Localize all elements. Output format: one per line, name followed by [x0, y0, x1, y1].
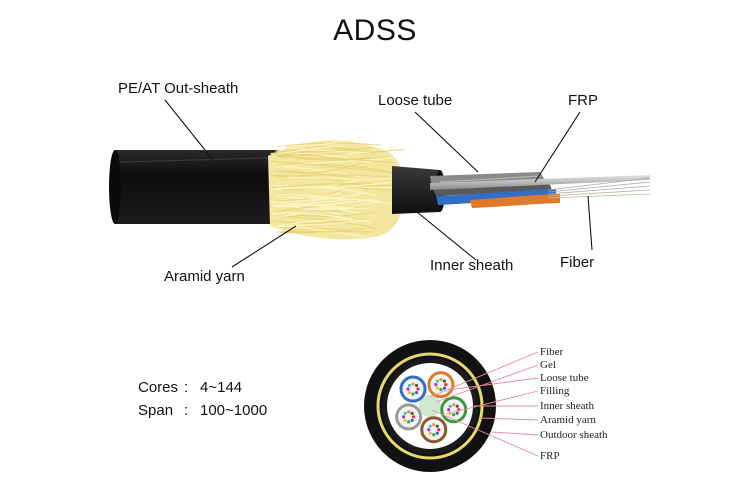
fibers [547, 177, 651, 199]
xsec-label-aramid-yarn: Aramid yarn [540, 414, 596, 426]
label-out-sheath: PE/AT Out-sheath [118, 80, 239, 97]
spec-cores-key: Cores [138, 379, 179, 396]
xsec-label-gel: Gel [540, 359, 556, 371]
xsec-leader-line [431, 409, 539, 457]
spec-cores: Cores:4~144 [138, 379, 242, 396]
xsec-leader-line [435, 364, 539, 403]
xsec-leader-line [445, 390, 539, 415]
spec-cores-value: 4~144 [200, 379, 243, 396]
xsec-label-frp: FRP [540, 450, 560, 462]
xsec-label-inner-sheath: Inner sheath [540, 400, 595, 412]
xsec-label-fiber: Fiber [540, 346, 564, 358]
label-fiber: Fiber [560, 254, 595, 271]
loose-tube-section [395, 403, 423, 431]
spec-span-sep: : [184, 402, 189, 419]
spec-span-key: Span [138, 402, 174, 419]
label-inner-sheath: Inner sheath [430, 257, 514, 274]
outer-sheath [109, 150, 285, 224]
aramid-yarn [268, 133, 407, 240]
loose-tube-section [440, 396, 468, 424]
frp-rod [430, 175, 650, 190]
xsec-leader-line [429, 351, 539, 398]
xsec-label-filling: Filling [540, 385, 570, 397]
xsec-label-loose-tube: Loose tube [540, 372, 589, 384]
xsec-label-outdoor-sheath: Outdoor sheath [540, 429, 608, 441]
xsec-leader-line [491, 431, 539, 436]
loose-tube-section [427, 371, 455, 399]
label-loose-tube: Loose tube [378, 92, 453, 109]
loose-tube-section [420, 416, 448, 444]
label-frp: FRP [568, 92, 598, 109]
label-aramid-yarn: Aramid yarn [164, 268, 245, 285]
spec-span-value: 100~1000 [200, 402, 268, 419]
loose-tube-section [399, 375, 427, 403]
xsec-leader-line [447, 377, 539, 391]
diagram-title: ADSS [333, 14, 417, 47]
spec-span: Span:100~1000 [138, 402, 267, 419]
cross-section [364, 340, 539, 472]
xsec-leader-line [479, 417, 539, 421]
spec-cores-sep: : [184, 379, 189, 396]
leader-lines [164, 99, 593, 268]
loose-tubes [430, 172, 560, 208]
